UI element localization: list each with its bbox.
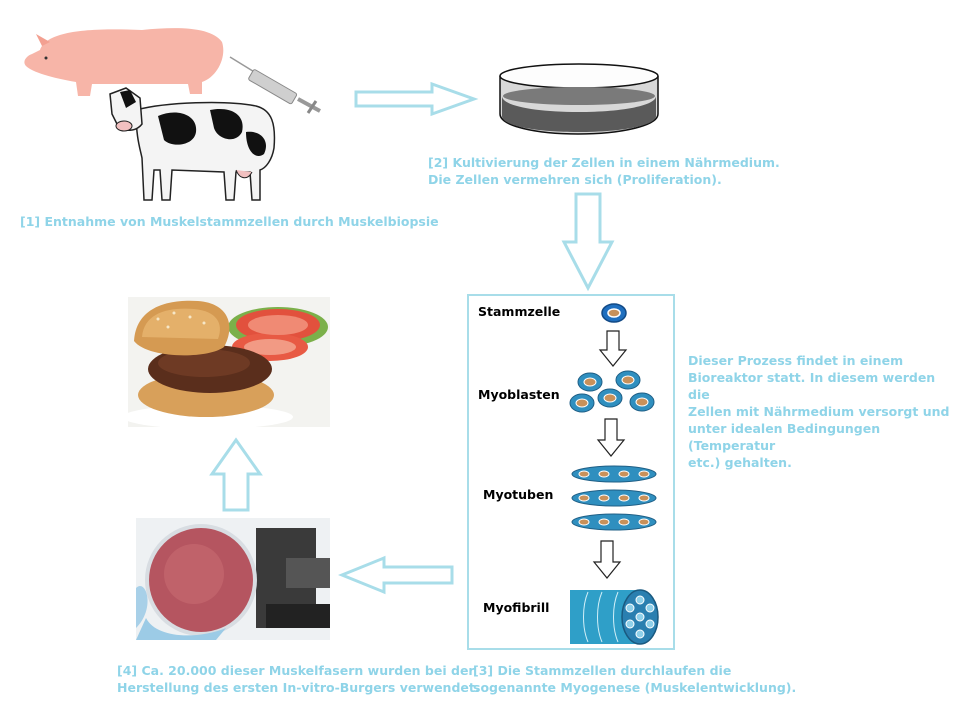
step1-caption: [1] Entnahme von Muskelstammzellen durch… [20, 214, 439, 229]
step4-line1: [4] Ca. 20.000 dieser Muskelfasern wurde… [117, 663, 475, 678]
myofibril-icon [570, 589, 659, 645]
bioreactor-note-line4: unter idealen Bedingungen (Temperatur [688, 421, 881, 453]
step3-line1: [3] Die Stammzellen durchlaufen die [473, 663, 732, 678]
stage-myofibril-label: Myofibrill [483, 600, 550, 615]
step2-caption: [2] Kultivierung der Zellen in einem Näh… [428, 154, 780, 188]
step3-caption: [3] Die Stammzellen durchlaufen die soge… [473, 662, 796, 696]
myotubes-icon [571, 465, 657, 531]
step2-line2: Die Zellen vermehren sich (Proliferation… [428, 172, 722, 187]
arrow-down-small-3 [592, 540, 622, 579]
stem-cell-icon [601, 303, 627, 323]
step4-line2: Herstellung des ersten In-vitro-Burgers … [117, 680, 480, 695]
bioreactor-note: Dieser Prozess findet in einem Bioreakto… [688, 352, 957, 471]
stage-stem-cell-label: Stammzelle [478, 304, 561, 319]
bioreactor-note-line3: Zellen mit Nährmedium versorgt und [688, 404, 950, 419]
myoblasts-icon [569, 370, 655, 413]
stage-myoblasts-label: Myoblasten [478, 387, 560, 402]
arrow-down-1 [561, 192, 615, 292]
arrow-left-1 [338, 555, 454, 595]
arrow-down-small-1 [598, 330, 628, 367]
stage-myotubes-label: Myotuben [483, 487, 554, 502]
pig-icon [24, 28, 224, 96]
meat-patty-image [136, 518, 330, 640]
bioreactor-note-line5: etc.) gehalten. [688, 455, 792, 470]
step4-caption: [4] Ca. 20.000 dieser Muskelfasern wurde… [117, 662, 480, 696]
bioreactor-box [467, 294, 675, 650]
syringe-icon [229, 56, 321, 114]
bioreactor-note-line1: Dieser Prozess findet in einem [688, 353, 904, 368]
bioreactor-note-line2: Bioreaktor statt. In diesem werden die [688, 370, 936, 402]
step2-line1: [2] Kultivierung der Zellen in einem Näh… [428, 155, 780, 170]
burger-image [123, 297, 330, 429]
arrow-right-1 [354, 81, 479, 117]
petri-dish-icon [499, 63, 659, 135]
arrow-down-small-2 [596, 418, 626, 457]
arrow-up-1 [209, 437, 263, 512]
step3-line2: sogenannte Myogenese (Muskelentwicklung)… [473, 680, 797, 695]
cow-icon [109, 87, 276, 201]
